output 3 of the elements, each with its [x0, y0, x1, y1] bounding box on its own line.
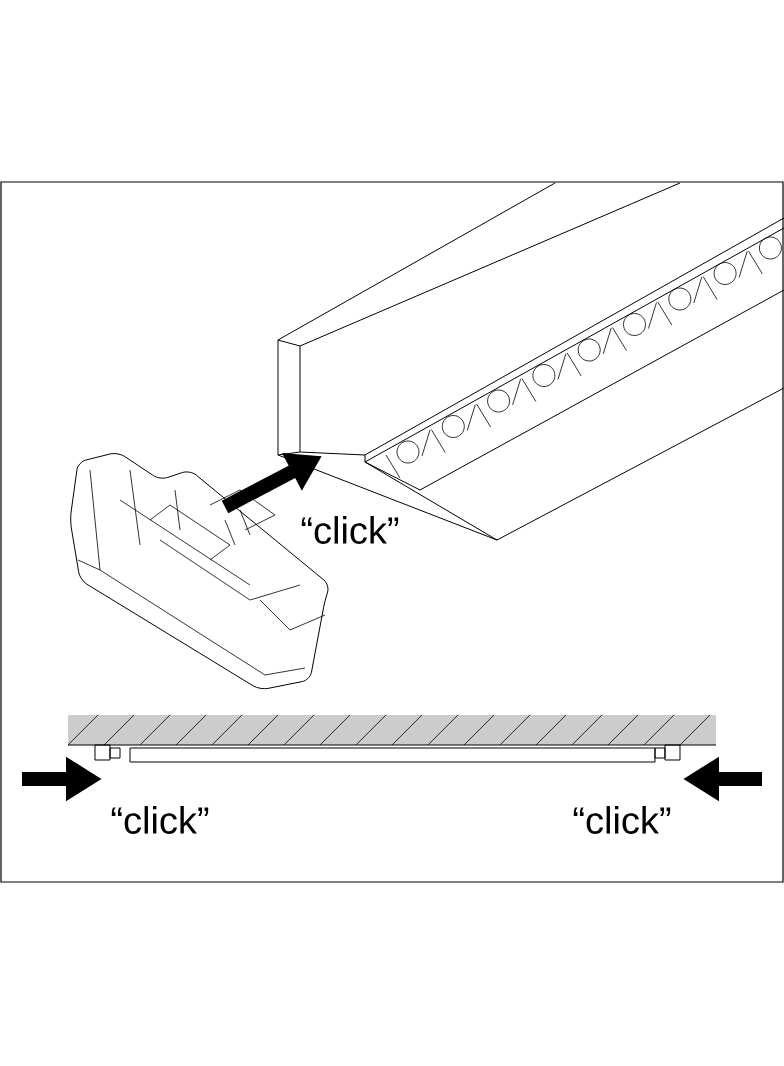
- click-label: “click”: [301, 516, 399, 544]
- click-label: “click”: [573, 806, 671, 834]
- click-label: “click”: [111, 806, 209, 834]
